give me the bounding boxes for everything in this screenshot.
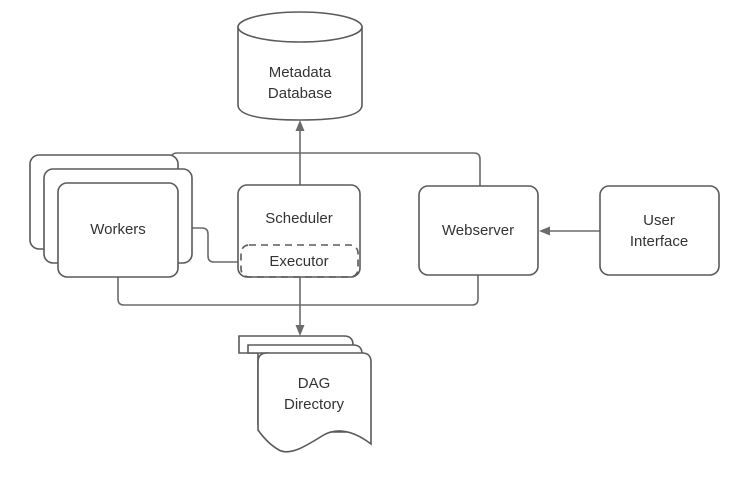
node-executor[interactable]: Executor xyxy=(240,244,359,278)
webserver-label: Webserver xyxy=(442,222,514,239)
edge-user-interface-to-webserver xyxy=(539,226,600,236)
edge-scheduler-to-metadata-database xyxy=(295,120,305,185)
webserver-box xyxy=(418,185,539,276)
user-interface-label-line2: Interface xyxy=(630,233,688,250)
node-dag-directory[interactable]: DAG Directory xyxy=(238,335,372,453)
executor-box xyxy=(240,244,359,278)
metadata-database-label-line2: Database xyxy=(268,85,332,102)
metadata-database-label-line1: Metadata xyxy=(269,64,332,81)
dag-directory-label-line1: DAG xyxy=(298,375,331,392)
edge-workers-to-dag-directory-bottom xyxy=(117,275,479,306)
edge-executor-to-dag-directory xyxy=(295,277,305,336)
user-interface-label-line1: User xyxy=(643,212,675,229)
executor-label: Executor xyxy=(269,253,328,270)
edge-workers-to-metadata-database-top xyxy=(170,152,481,186)
node-workers[interactable]: Workers xyxy=(29,154,193,278)
workers-stack-front xyxy=(57,182,179,278)
dag-directory-label-line2: Directory xyxy=(284,396,345,413)
node-scheduler[interactable]: Scheduler xyxy=(237,184,361,278)
node-webserver[interactable]: Webserver xyxy=(418,185,539,276)
node-user-interface[interactable]: User Interface xyxy=(599,185,720,276)
node-metadata-database[interactable]: Metadata Database xyxy=(237,11,363,121)
scheduler-label: Scheduler xyxy=(265,210,333,227)
user-interface-box xyxy=(599,185,720,276)
dag-directory-stack-front xyxy=(257,352,372,453)
workers-label: Workers xyxy=(90,221,146,238)
